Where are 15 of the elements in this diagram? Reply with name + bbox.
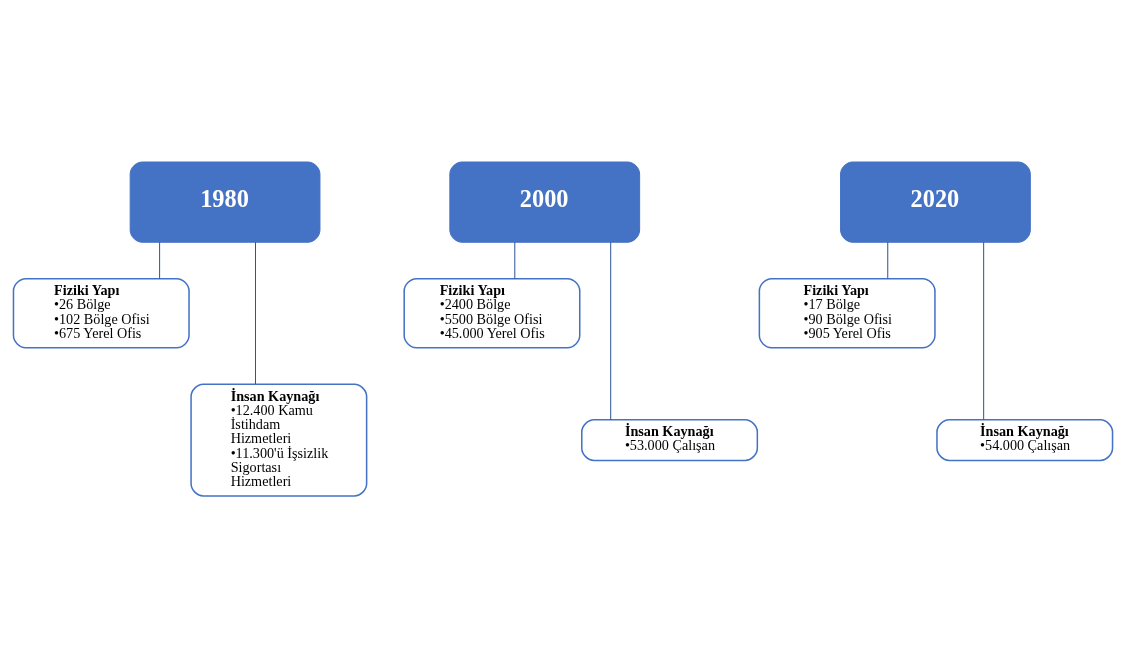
connector [983, 241, 985, 420]
node-box: İnsan Kaynağı •53.000 Çalışan [581, 418, 759, 461]
node-box: 1980 [129, 161, 321, 243]
connector [887, 241, 889, 279]
node-box: 2000 [449, 161, 641, 243]
connector [610, 241, 612, 420]
node-box: Fiziki Yapı •2400 Bölge •5500 Bölge Ofisi •45.000 Yerel Ofis [403, 277, 581, 349]
node-box: Fiziki Yapı •17 Bölge •90 Bölge Ofisi •905 Yerel Ofis [758, 277, 936, 349]
node-box: Fiziki Yapı •26 Bölge •102 Bölge Ofisi •675 Yerel Ofis [12, 277, 190, 349]
node-box: 2020 [840, 161, 1031, 243]
connector [514, 241, 516, 279]
connector [159, 241, 161, 279]
connector [255, 241, 256, 385]
node-box: İnsan Kaynağı •54.000 Çalışan [936, 418, 1114, 461]
node-box: İnsan Kaynağı •12.400 Kamu İstihdam Hizmetleri •11.300'ü İşsizlik Sigortası Hizmetleri [190, 383, 368, 497]
